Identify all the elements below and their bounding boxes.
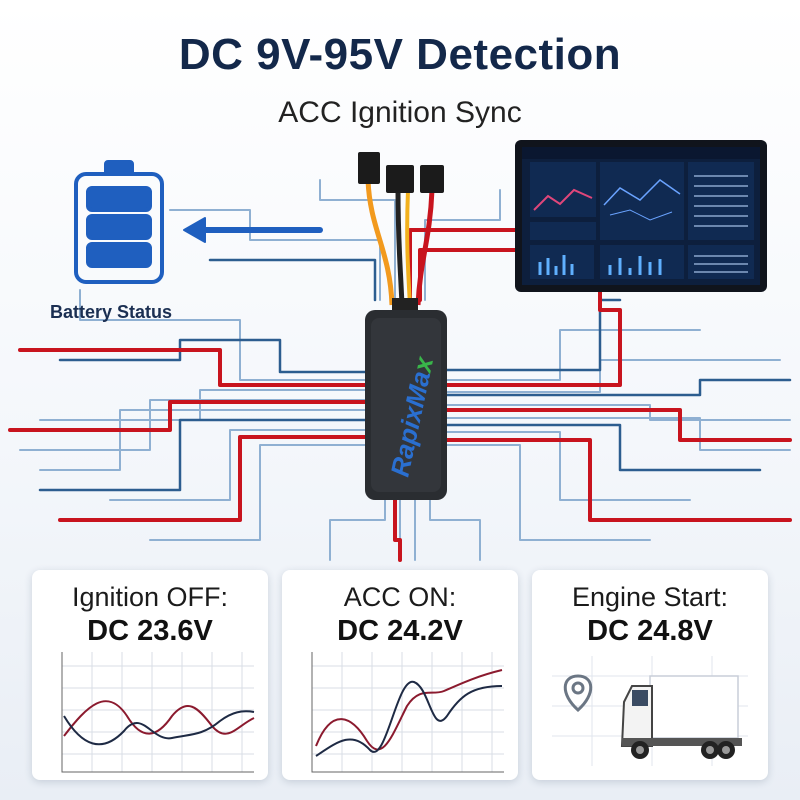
- truck-icon: [620, 675, 742, 759]
- line-graph: [61, 652, 255, 773]
- card-value: DC 24.8V: [587, 615, 713, 647]
- card-title: ACC ON:: [343, 582, 457, 612]
- line-graph: [311, 652, 504, 773]
- page-title: DC 9V-95V Detection: [178, 30, 622, 79]
- card-value: DC 23.6V: [87, 615, 213, 647]
- gps-tracker-device: [365, 298, 447, 500]
- card-title: Engine Start:: [571, 582, 729, 612]
- battery-status-label: Battery Status: [50, 302, 173, 322]
- battery-icon: [74, 160, 164, 284]
- engine-start-illustration: [552, 656, 748, 766]
- card-title: Ignition OFF:: [71, 582, 229, 612]
- card-value: DC 24.2V: [337, 615, 463, 647]
- monitor-dashboard: [515, 140, 767, 292]
- page-subtitle: ACC Ignition Sync: [278, 96, 522, 129]
- location-pin-icon: [563, 674, 593, 713]
- engine-start-card: Engine Start: DC 24.8V: [532, 570, 768, 780]
- acc-on-card: ACC ON: DC 24.2V: [282, 570, 518, 780]
- ignition-off-card: Ignition OFF: DC 23.6V: [32, 570, 268, 780]
